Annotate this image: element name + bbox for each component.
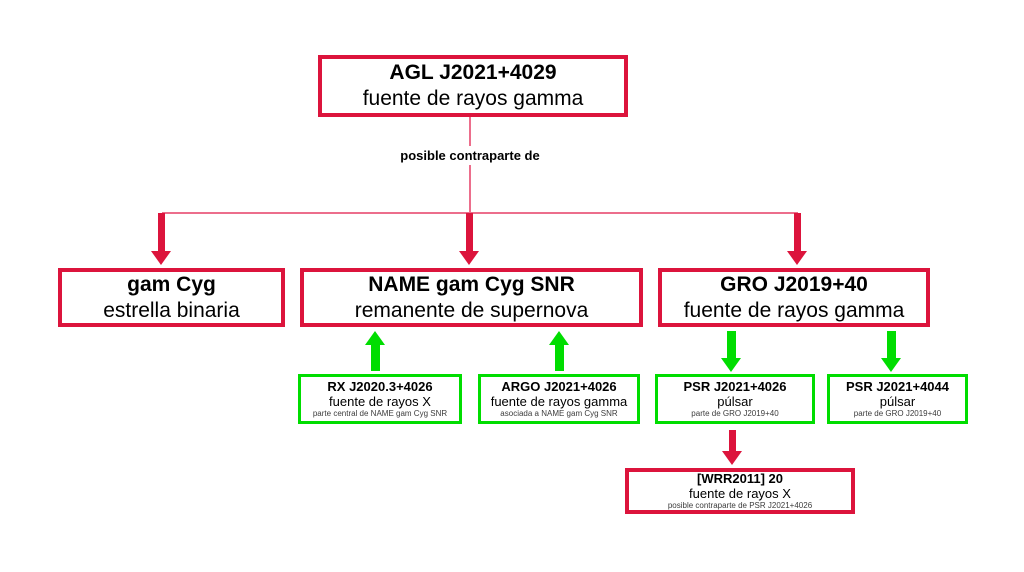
red-arrow-down-shaft	[794, 213, 801, 251]
green-arrow-up-shaft	[371, 344, 380, 371]
green-arrow-down-shaft	[887, 331, 896, 358]
green-arrow-down-shaft	[727, 331, 736, 358]
node-psr-j2021-4044[interactable]: PSR J2021+4044 púlsar parte de GRO J2019…	[827, 374, 968, 424]
node-type: remanente de supernova	[354, 298, 589, 322]
red-arrow-down-icon	[722, 451, 742, 465]
node-argo-j2021-4026[interactable]: ARGO J2021+4026 fuente de rayos gamma as…	[478, 374, 640, 424]
green-arrow-down-icon	[721, 358, 741, 372]
node-title: [WRR2011] 20	[697, 471, 783, 486]
node-rx-j2020-3-4026[interactable]: RX J2020.3+4026 fuente de rayos X parte …	[298, 374, 462, 424]
green-arrow-up-icon	[365, 331, 385, 345]
connector-line-horizontal	[162, 212, 798, 214]
node-type: estrella binaria	[103, 298, 240, 322]
node-title: RX J2020.3+4026	[327, 379, 433, 394]
node-gam-cyg-snr[interactable]: NAME gam Cyg SNR remanente de supernova	[300, 268, 643, 327]
node-type: fuente de rayos gamma	[683, 298, 905, 322]
relation-label: posible contraparte de	[330, 146, 610, 165]
red-arrow-down-shaft	[158, 213, 165, 251]
node-title: GRO J2019+40	[720, 272, 868, 296]
node-type: púlsar	[717, 394, 753, 409]
node-title: gam Cyg	[127, 272, 216, 296]
node-type: fuente de rayos X	[329, 394, 431, 409]
node-title: AGL J2021+4029	[389, 61, 557, 84]
node-psr-j2021-4026[interactable]: PSR J2021+4026 púlsar parte de GRO J2019…	[655, 374, 815, 424]
node-note: parte central de NAME gam Cyg SNR	[312, 409, 448, 418]
node-note: posible contraparte de PSR J2021+4026	[667, 501, 813, 510]
green-arrow-down-icon	[881, 358, 901, 372]
node-title: ARGO J2021+4026	[501, 379, 617, 394]
node-title: NAME gam Cyg SNR	[368, 272, 575, 296]
red-arrow-down-icon	[459, 251, 479, 265]
node-type: fuente de rayos gamma	[490, 394, 628, 409]
green-arrow-up-icon	[549, 331, 569, 345]
red-arrow-down-icon	[787, 251, 807, 265]
node-gro-j2019-40[interactable]: GRO J2019+40 fuente de rayos gamma	[658, 268, 930, 327]
red-arrow-down-icon	[151, 251, 171, 265]
connector-line-vertical	[469, 117, 471, 213]
node-title: PSR J2021+4026	[683, 379, 787, 394]
node-agl-j2021-4029[interactable]: AGL J2021+4029 fuente de rayos gamma	[318, 55, 628, 117]
red-arrow-down-shaft	[729, 430, 736, 451]
node-gam-cyg[interactable]: gam Cyg estrella binaria	[58, 268, 285, 327]
node-type: fuente de rayos gamma	[362, 87, 584, 110]
node-wrr2011-20[interactable]: [WRR2011] 20 fuente de rayos X posible c…	[625, 468, 855, 514]
node-type: fuente de rayos X	[689, 486, 791, 501]
node-note: asociada a NAME gam Cyg SNR	[500, 409, 618, 418]
red-arrow-down-shaft	[466, 213, 473, 251]
node-type: púlsar	[879, 394, 916, 409]
node-title: PSR J2021+4044	[845, 379, 949, 394]
node-note: parte de GRO J2019+40	[691, 409, 779, 418]
node-note: parte de GRO J2019+40	[853, 409, 942, 418]
green-arrow-up-shaft	[555, 344, 564, 371]
